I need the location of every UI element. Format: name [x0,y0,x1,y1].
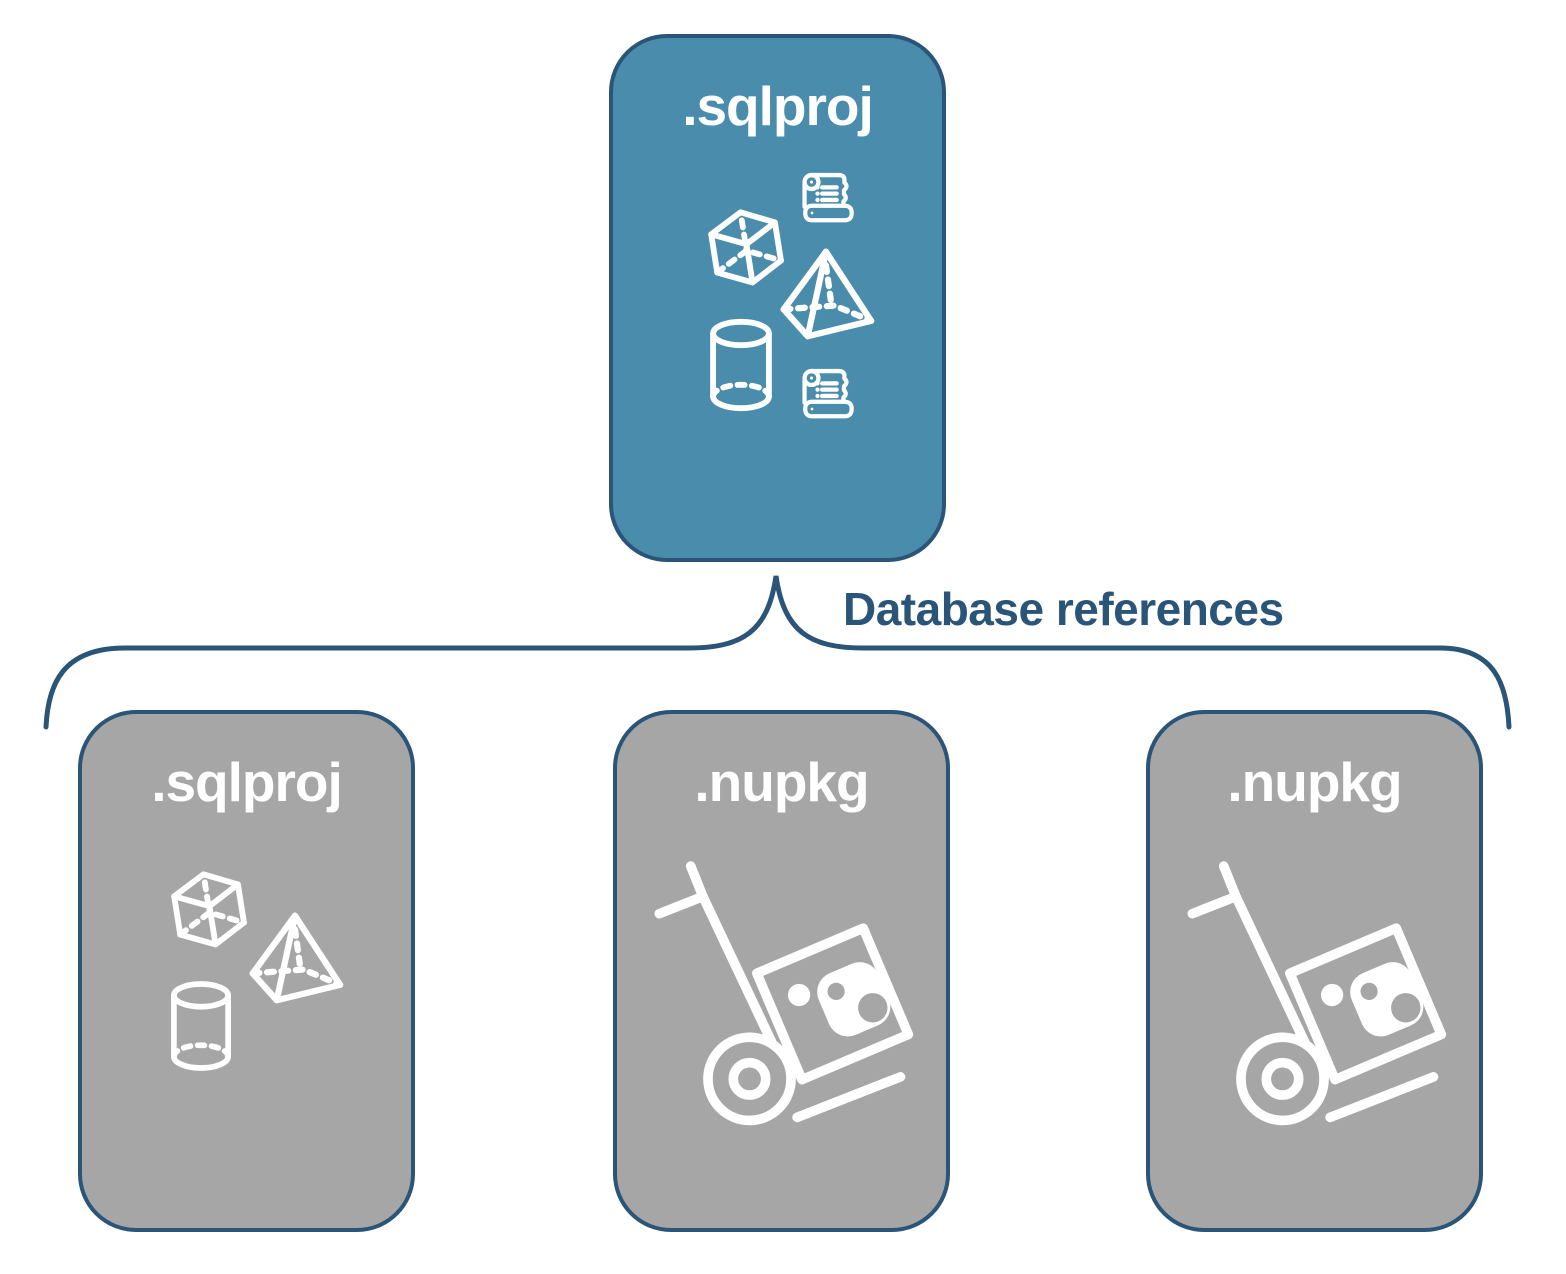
scroll-icon [795,364,859,424]
node-root-sqlproj: .sqlproj [609,34,946,562]
node-title: .sqlproj [682,75,874,137]
pyramid-icon [240,910,348,1006]
hand-truck-package-icon [1178,860,1462,1164]
node-child-nupkg-2: .nupkg [1146,710,1483,1232]
hand-truck-package-icon [645,860,929,1164]
cylinder-icon [166,980,236,1072]
node-title: .sqlproj [151,751,343,813]
cylinder-icon [705,318,777,412]
node-child-nupkg-1: .nupkg [613,710,950,1232]
node-title: .nupkg [1227,751,1402,813]
node-child-sqlproj: .sqlproj [78,710,415,1232]
scroll-icon [795,168,859,228]
node-title: .nupkg [694,751,869,813]
connector-label: Database references [843,583,1284,635]
pyramid-icon [771,246,879,342]
